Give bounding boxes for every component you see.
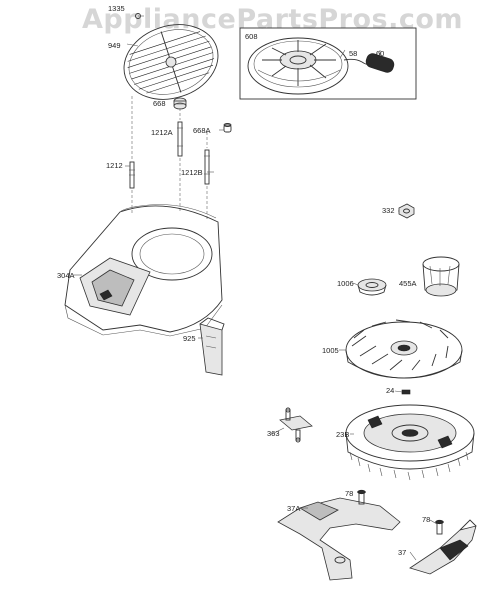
label-332: 332 <box>382 206 395 215</box>
label-668: 668 <box>153 99 166 108</box>
label-78-upper: 78 <box>345 489 353 498</box>
label-455a: 455A <box>399 279 417 288</box>
part-363-bracket[interactable] <box>279 407 313 443</box>
part-78-screw-lower[interactable] <box>435 519 444 535</box>
label-24: 24 <box>386 386 394 395</box>
part-304a-blower-housing[interactable] <box>64 204 223 337</box>
leader-lines <box>73 43 438 561</box>
starter-assembly-box <box>239 27 417 100</box>
label-925: 925 <box>183 334 196 343</box>
part-1212-stud[interactable] <box>129 161 135 189</box>
part-949-grille[interactable] <box>114 13 228 111</box>
part-60-handle[interactable] <box>365 52 396 74</box>
label-949: 949 <box>108 41 121 50</box>
part-37a-ignition-bracket[interactable] <box>277 497 401 581</box>
part-24-key[interactable] <box>401 389 411 395</box>
part-78-screw-upper[interactable] <box>357 489 366 505</box>
label-23b: 23B <box>336 430 349 439</box>
label-37: 37 <box>398 548 406 557</box>
label-1212a: 1212A <box>151 128 173 137</box>
part-668a-nut[interactable] <box>223 123 232 133</box>
part-668-nut[interactable] <box>173 97 187 110</box>
part-332-nut[interactable] <box>398 203 415 219</box>
label-1005: 1005 <box>322 346 339 355</box>
label-58: 58 <box>349 49 357 58</box>
label-1335: 1335 <box>108 4 125 13</box>
part-1212a-stud[interactable] <box>177 121 183 157</box>
part-labels: 1335 949 608 58 60 668 1212A 668A 1212 1… <box>57 4 430 557</box>
part-1005-flywheel-fan[interactable] <box>345 319 463 379</box>
part-608-starter-assembly[interactable] <box>247 37 349 95</box>
alignment-lines <box>131 96 208 220</box>
watermark: AppliancePartsPros.com <box>82 4 463 35</box>
part-1335-screw[interactable] <box>135 13 145 19</box>
label-1212b: 1212B <box>181 168 203 177</box>
part-1212b-stud[interactable] <box>204 149 210 185</box>
part-1006-washer[interactable] <box>357 278 387 296</box>
label-37a: 37A <box>287 504 300 513</box>
label-60: 60 <box>376 49 384 58</box>
part-37-armature[interactable] <box>409 519 477 575</box>
part-23b-flywheel[interactable] <box>345 404 475 481</box>
label-304a: 304A <box>57 271 75 280</box>
part-455a-starter-cup[interactable] <box>422 256 460 297</box>
label-608: 608 <box>245 32 258 41</box>
label-363: 363 <box>267 429 280 438</box>
label-1006: 1006 <box>337 279 354 288</box>
label-668a: 668A <box>193 126 211 135</box>
label-78-lower: 78 <box>422 515 430 524</box>
label-1212: 1212 <box>106 161 123 170</box>
part-925-baffle[interactable] <box>199 317 225 376</box>
